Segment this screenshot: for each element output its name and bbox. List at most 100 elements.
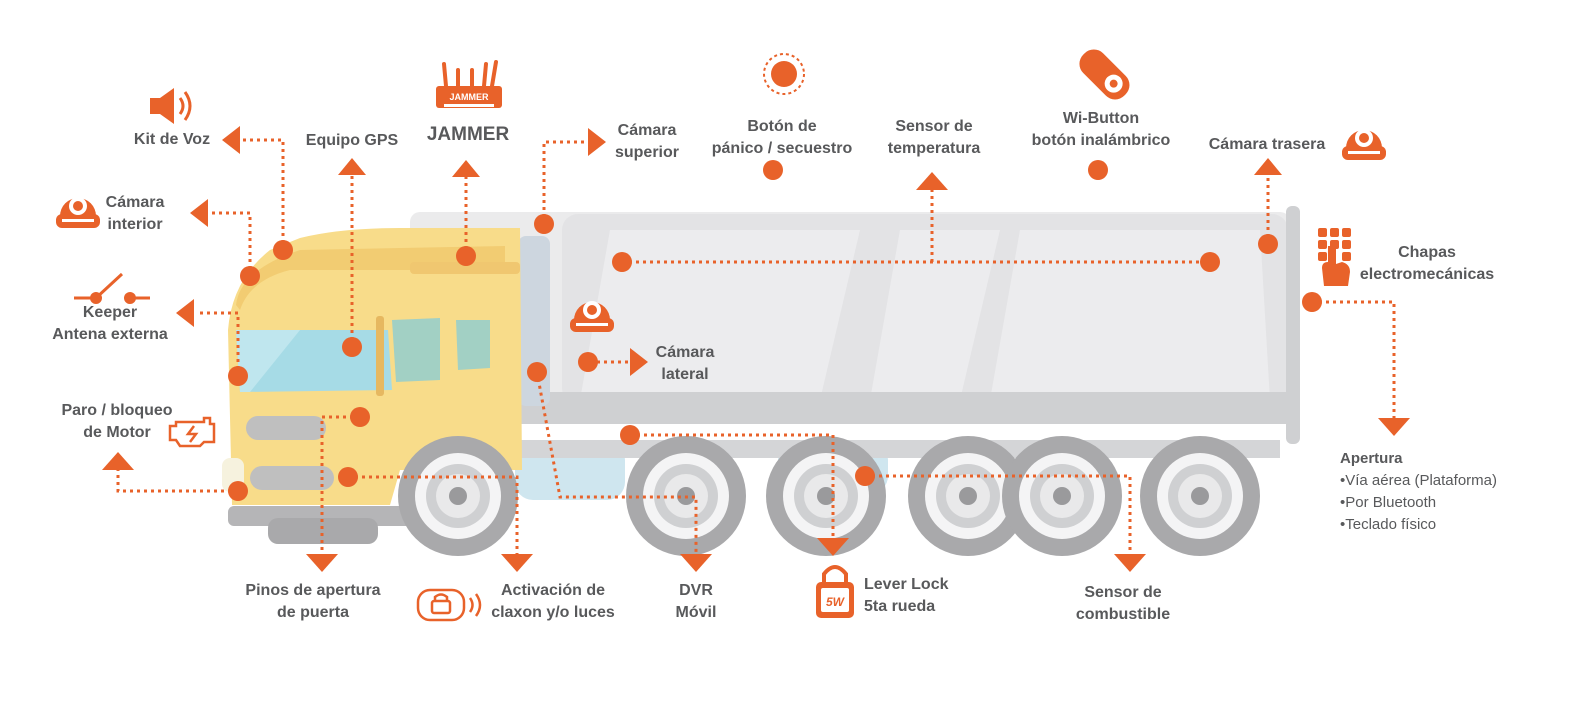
label-text: Cámara trasera bbox=[1208, 136, 1326, 153]
label-line: Sensor de bbox=[895, 118, 973, 135]
arrow-up-icon bbox=[452, 160, 480, 177]
label-line: DVR bbox=[679, 582, 713, 599]
label-line: Pinos de apertura bbox=[245, 582, 381, 599]
label-line: Cámara bbox=[655, 344, 715, 361]
apertura-list: Apertura •Vía aérea (Plataforma) •Por Bl… bbox=[1340, 448, 1540, 536]
label-dvr-movil: DVR Móvil bbox=[664, 580, 728, 624]
panic-button-icon bbox=[763, 53, 805, 95]
sensor-dots bbox=[228, 160, 1322, 501]
wheel bbox=[1002, 436, 1122, 556]
label-line: Sensor de bbox=[1084, 584, 1162, 601]
dot-camara-superior bbox=[534, 214, 554, 234]
wheel bbox=[398, 436, 518, 556]
label-line: Keeper bbox=[82, 304, 138, 321]
truck-illustration bbox=[222, 206, 1300, 556]
label-sensor-combustible: Sensor de combustible bbox=[1068, 582, 1178, 626]
label-line: de puerta bbox=[276, 604, 349, 621]
label-line: botón inalámbrico bbox=[1031, 132, 1171, 149]
arrow-down-icon bbox=[501, 554, 533, 572]
label-camara-lateral: Cámara lateral bbox=[650, 342, 720, 386]
dot-dvr bbox=[527, 362, 547, 382]
label-line: interior bbox=[107, 216, 163, 233]
arrow-right-icon bbox=[588, 128, 606, 156]
arrow-down-icon bbox=[817, 538, 849, 556]
label-chapas: Chapas electromecánicas bbox=[1354, 242, 1500, 286]
apertura-item: •Por Bluetooth bbox=[1340, 494, 1437, 511]
apertura-title: Apertura bbox=[1340, 450, 1403, 467]
arrow-up-icon bbox=[338, 158, 366, 175]
label-line: temperatura bbox=[887, 140, 981, 157]
dot-temp-right bbox=[1200, 252, 1220, 272]
label-boton-panico: Botón de pánico / secuestro bbox=[704, 116, 860, 160]
label-wi-button: Wi-Button botón inalámbrico bbox=[1024, 108, 1178, 152]
arrow-right-icon bbox=[630, 348, 648, 376]
label-line: pánico / secuestro bbox=[711, 140, 853, 157]
label-line: Móvil bbox=[675, 604, 717, 621]
lever-lock-badge-text: 5W bbox=[826, 595, 846, 609]
connector-lines bbox=[116, 138, 1396, 556]
label-kit-de-voz: Kit de Voz bbox=[124, 129, 220, 151]
dot-camara-interior bbox=[240, 266, 260, 286]
label-line: electromecánicas bbox=[1359, 266, 1495, 283]
label-line: Activación de bbox=[500, 582, 606, 599]
arrow-down-icon bbox=[1378, 418, 1410, 436]
label-line: Wi-Button bbox=[1062, 110, 1140, 127]
dot-paro-motor bbox=[228, 481, 248, 501]
speaker-icon bbox=[150, 88, 192, 124]
dot-kit-de-voz bbox=[273, 240, 293, 260]
arrow-left-icon bbox=[222, 126, 240, 154]
wheel bbox=[1140, 436, 1260, 556]
label-line: de Motor bbox=[83, 424, 151, 441]
label-line: Antena externa bbox=[52, 326, 168, 343]
label-keeper: Keeper Antena externa bbox=[44, 302, 176, 346]
arrow-down-icon bbox=[1114, 554, 1146, 572]
arrow-up-icon bbox=[102, 452, 134, 470]
arrow-heads bbox=[102, 126, 1410, 572]
label-camara-superior: Cámara superior bbox=[602, 120, 692, 164]
label-lever-lock: Lever Lock 5ta rueda bbox=[864, 574, 964, 618]
dot-camara-trasera bbox=[1258, 234, 1278, 254]
label-text: Kit de Voz bbox=[133, 131, 211, 148]
arrow-left-icon bbox=[190, 199, 208, 227]
dot-jammer bbox=[456, 246, 476, 266]
dot-lever-lock bbox=[620, 425, 640, 445]
switch-icon bbox=[74, 272, 150, 304]
dome-camera-icon bbox=[1342, 129, 1386, 160]
label-line: superior bbox=[614, 144, 679, 161]
label-camara-trasera: Cámara trasera bbox=[1202, 134, 1332, 156]
dot-boton-panico bbox=[763, 160, 783, 180]
wireless-lock-icon bbox=[416, 588, 482, 622]
apertura-item: •Teclado físico bbox=[1340, 516, 1437, 533]
label-line: Botón de bbox=[747, 118, 817, 135]
label-equipo-gps: Equipo GPS bbox=[296, 130, 408, 152]
arrow-up-icon bbox=[916, 172, 948, 190]
apertura-item: •Vía aérea (Plataforma) bbox=[1340, 472, 1497, 489]
dot-chapas bbox=[1302, 292, 1322, 312]
dot-pinos bbox=[350, 407, 370, 427]
dot-combustible bbox=[855, 466, 875, 486]
keypad-hand-icon bbox=[1318, 228, 1351, 286]
arrow-left-icon bbox=[176, 299, 194, 327]
side-window bbox=[392, 318, 440, 382]
dot-wi-button bbox=[1088, 160, 1108, 180]
label-jammer: JAMMER bbox=[418, 124, 518, 146]
label-line: claxon y/o luces bbox=[491, 604, 615, 621]
label-text: JAMMER bbox=[426, 124, 510, 145]
wireless-button-icon bbox=[1079, 49, 1130, 100]
jammer-badge-text: JAMMER bbox=[449, 92, 489, 102]
arrow-down-icon bbox=[306, 554, 338, 572]
label-line: Lever Lock bbox=[864, 576, 949, 593]
grille bbox=[246, 416, 326, 440]
dot-claxon bbox=[338, 467, 358, 487]
dome-camera-icon bbox=[56, 197, 100, 228]
label-pinos-puerta: Pinos de apertura de puerta bbox=[236, 580, 390, 624]
arrow-down-icon bbox=[680, 554, 712, 572]
engine-icon bbox=[168, 416, 216, 448]
dot-camara-lateral bbox=[578, 352, 598, 372]
label-line: Cámara bbox=[105, 194, 165, 211]
label-line: 5ta rueda bbox=[864, 598, 936, 615]
label-activacion-claxon: Activación de claxon y/o luces bbox=[484, 580, 622, 624]
label-text: Equipo GPS bbox=[305, 132, 399, 149]
